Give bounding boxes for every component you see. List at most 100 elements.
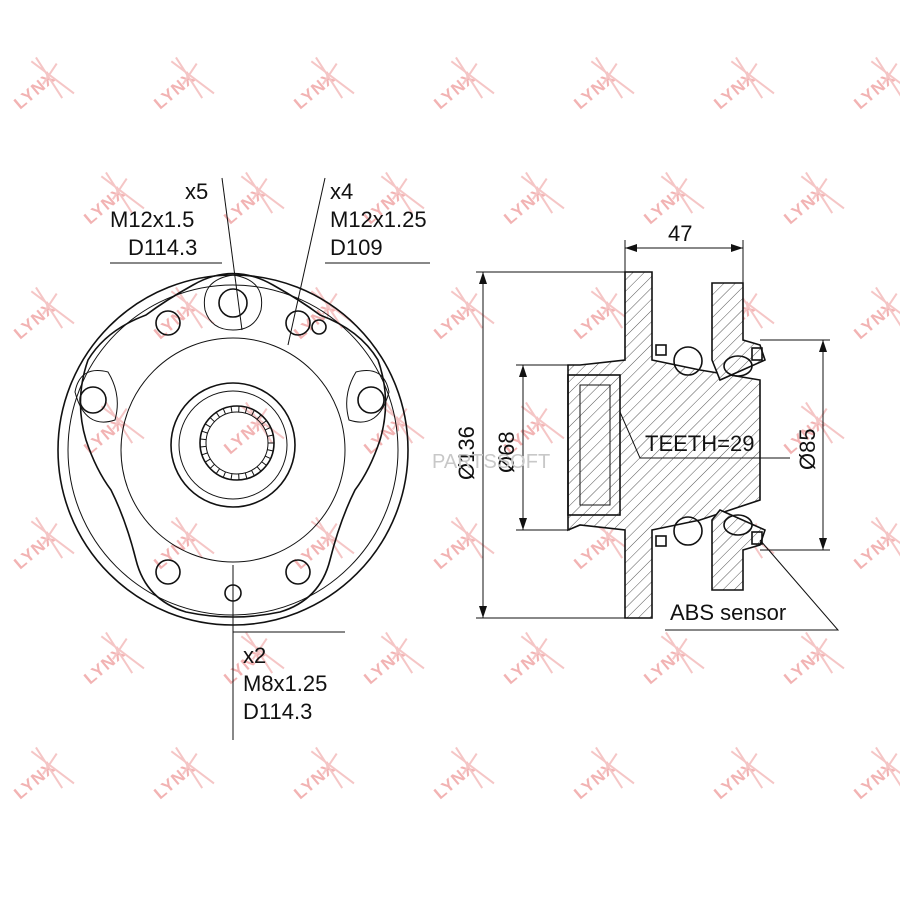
lynx-watermark: LYNX (850, 516, 900, 573)
hub-boss-inner (178, 390, 288, 500)
lynx-watermark-mark (30, 56, 75, 99)
spline-tooth (222, 408, 226, 415)
lynx-watermark-text: LYNX (850, 528, 899, 573)
lynx-watermark-text: LYNX (850, 298, 899, 343)
lynx-watermark-mark (520, 401, 565, 444)
lynx-watermark-text: LYNX (150, 298, 199, 343)
lynx-watermark-mark (590, 746, 635, 789)
lynx-watermark-mark (870, 56, 900, 99)
lynx-watermark-mark (170, 746, 215, 789)
bolt-hole (155, 310, 181, 336)
lynx-watermark-mark (870, 746, 900, 789)
lynx-watermark-text: LYNX (10, 528, 59, 573)
pcd-circle (120, 337, 346, 563)
lynx-watermark-mark (310, 516, 355, 559)
callout-x2-count: x2 (243, 643, 266, 668)
lynx-watermark-mark (660, 171, 705, 214)
lynx-watermark: LYNX (360, 401, 425, 458)
hole-boss (346, 370, 390, 423)
lynx-watermark: LYNX (640, 631, 705, 688)
lynx-watermark: LYNX (290, 56, 355, 113)
spline-tooth (222, 471, 226, 478)
leader-x5 (221, 177, 243, 331)
bolt-hole (218, 288, 248, 318)
lynx-watermark-mark (520, 631, 565, 674)
spline-tooth (209, 417, 215, 423)
lynx-watermark-mark (100, 171, 145, 214)
lynx-watermark-mark (30, 516, 75, 559)
lynx-watermark-text: LYNX (80, 643, 129, 688)
lynx-watermark: LYNX (10, 516, 75, 573)
outer-race-section (711, 282, 766, 382)
lynx-watermark: LYNX (850, 56, 900, 113)
hole-boss (203, 274, 263, 331)
lynx-watermark-mark (870, 286, 900, 329)
lynx-watermark-text: LYNX (150, 68, 199, 113)
lynx-watermark-text: LYNX (150, 758, 199, 803)
lynx-watermark-mark (450, 286, 495, 329)
spline-tooth (251, 470, 255, 476)
leader-x4 (287, 177, 326, 346)
lynx-watermark-text: LYNX (850, 68, 899, 113)
bolt-hole (285, 310, 311, 336)
spline-tooth (215, 412, 221, 418)
teeth-label: TEETH=29 (645, 431, 754, 456)
bolt-hole (79, 386, 107, 414)
lynx-watermark: LYNX (710, 56, 775, 113)
lynx-watermark: LYNX (220, 401, 285, 458)
lynx-watermark-text: LYNX (220, 413, 269, 458)
bearing-ball (673, 346, 703, 376)
lynx-watermark-text: LYNX (430, 298, 479, 343)
bearing-ball (673, 516, 703, 546)
lynx-watermark-text: LYNX (570, 68, 619, 113)
lynx-watermark-text: LYNX (570, 528, 619, 573)
lynx-watermark-mark (170, 516, 215, 559)
lynx-watermark-layer: LYNX LYNX LYNX LYNX LYNX LYNX LYNX LYNX LYNX LYNX… (10, 56, 900, 803)
flange-body (79, 272, 387, 618)
lynx-watermark: LYNX (850, 286, 900, 343)
lynx-watermark-mark (240, 171, 285, 214)
spline-tooth (200, 445, 207, 448)
spline-tooth (267, 449, 274, 452)
spline-tooth (230, 473, 233, 480)
lynx-watermark: LYNX (290, 286, 355, 343)
spline-tooth (205, 458, 211, 463)
callout-x5-thread: M12x1.5 (110, 207, 194, 232)
seal (655, 344, 667, 356)
spline-tooth (256, 414, 262, 420)
spline-teeth (200, 406, 274, 480)
callout-x4-count: x4 (330, 179, 353, 204)
lynx-watermark-mark (450, 746, 495, 789)
lynx-watermark: LYNX (430, 516, 495, 573)
lynx-watermark-mark (100, 631, 145, 674)
lynx-watermark-mark (170, 286, 215, 329)
lynx-watermark-mark (660, 631, 705, 674)
lynx-watermark: LYNX (360, 631, 425, 688)
side-section-view: 47 Ø136 Ø68 Ø85 TEETH=29 ABS sensor (454, 221, 840, 631)
lynx-watermark: LYNX (570, 56, 635, 113)
bore-inner (579, 384, 611, 506)
lynx-watermark-text: LYNX (10, 758, 59, 803)
spline-tooth (244, 472, 248, 479)
abs-ring (723, 355, 753, 377)
lynx-watermark-mark (450, 516, 495, 559)
lynx-watermark-mark (100, 401, 145, 444)
abs-sensor-label: ABS sensor (670, 600, 786, 625)
lynx-watermark-mark (800, 631, 845, 674)
lynx-watermark-mark (240, 631, 285, 674)
callout-x4-thread: M12x1.25 (330, 207, 427, 232)
hub-flange-section (567, 271, 761, 619)
partssoft-watermark: PARTSSOFT (432, 451, 550, 473)
lynx-watermark-mark (800, 171, 845, 214)
lynx-watermark-text: LYNX (500, 183, 549, 228)
callout-x5-pcd: D114.3 (128, 235, 197, 260)
lynx-watermark: LYNX (500, 171, 565, 228)
lynx-watermark-mark (310, 56, 355, 99)
lynx-watermark-text: LYNX (710, 758, 759, 803)
lynx-watermark-mark (380, 171, 425, 214)
spline-tooth (230, 406, 233, 413)
lynx-watermark: LYNX (10, 746, 75, 803)
lynx-watermark-text: LYNX (500, 643, 549, 688)
lynx-watermark-text: LYNX (640, 643, 689, 688)
